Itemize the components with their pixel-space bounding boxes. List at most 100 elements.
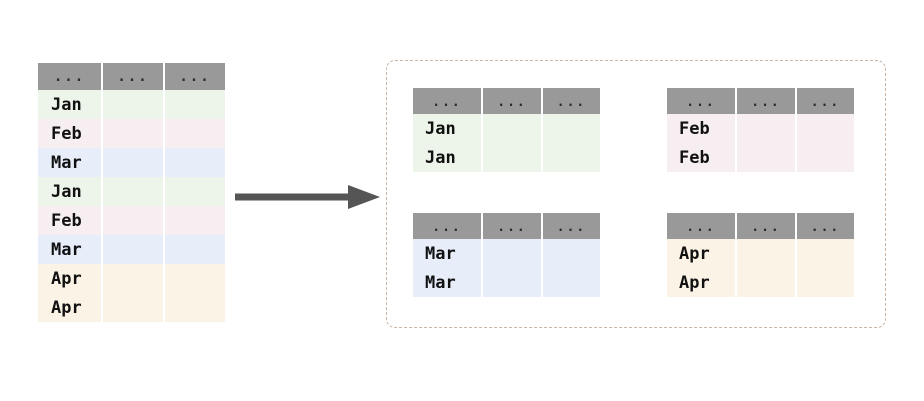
table-row[interactable]: Jan <box>38 177 225 206</box>
table-row[interactable]: Apr <box>667 239 854 268</box>
column-header-2[interactable]: ... <box>797 88 854 114</box>
column-header-0[interactable]: ... <box>667 213 735 239</box>
row-value-cell-2 <box>797 143 854 172</box>
table-row[interactable]: Apr <box>38 264 225 293</box>
row-value-cell-1 <box>103 148 163 177</box>
column-header-dots: ... <box>810 95 841 110</box>
group-table-mar-header-row: ......... <box>413 213 600 239</box>
row-label-cell: Mar <box>38 235 101 264</box>
row-value-cell-1 <box>483 143 541 172</box>
row-value-cell-1 <box>103 177 163 206</box>
table-row[interactable]: Mar <box>413 239 600 268</box>
row-value-cell-1 <box>103 119 163 148</box>
table-row[interactable]: Feb <box>667 143 854 172</box>
column-header-dots: ... <box>497 95 527 110</box>
column-header-2[interactable]: ... <box>797 213 854 239</box>
row-value-cell-2 <box>543 143 600 172</box>
column-header-dots: ... <box>497 220 527 235</box>
row-label-cell: Apr <box>667 268 735 297</box>
column-header-1[interactable]: ... <box>483 88 541 114</box>
column-header-dots: ... <box>810 220 841 235</box>
table-row[interactable]: Feb <box>38 206 225 235</box>
row-value-cell-2 <box>797 239 854 268</box>
row-label-cell: Jan <box>38 90 101 119</box>
row-value-cell-1 <box>103 293 163 322</box>
grouped-result-container <box>386 60 886 328</box>
row-value-cell-2 <box>165 90 225 119</box>
transform-arrow <box>235 185 380 209</box>
group-table-feb-header-row: ......... <box>667 88 854 114</box>
row-value-cell-2 <box>543 114 600 143</box>
row-value-cell-1 <box>737 239 795 268</box>
row-value-cell-1 <box>737 114 795 143</box>
column-header-0[interactable]: ... <box>667 88 735 114</box>
column-header-0[interactable]: ... <box>413 88 481 114</box>
row-value-cell-2 <box>165 119 225 148</box>
table-row[interactable]: Apr <box>38 293 225 322</box>
row-value-cell-1 <box>483 239 541 268</box>
table-row[interactable]: Jan <box>38 90 225 119</box>
row-value-cell-2 <box>797 114 854 143</box>
column-header-1[interactable]: ... <box>737 88 795 114</box>
row-value-cell-1 <box>737 268 795 297</box>
column-header-2[interactable]: ... <box>543 88 600 114</box>
column-header-0[interactable]: ... <box>413 213 481 239</box>
column-header-dots: ... <box>432 95 462 110</box>
row-value-cell-1 <box>103 235 163 264</box>
row-value-cell-1 <box>103 90 163 119</box>
table-row[interactable]: Mar <box>38 148 225 177</box>
column-header-dots: ... <box>751 220 781 235</box>
column-header-dots: ... <box>686 220 716 235</box>
column-header-dots: ... <box>751 95 781 110</box>
table-row[interactable]: Feb <box>667 114 854 143</box>
table-row[interactable]: Feb <box>38 119 225 148</box>
group-table-apr-header-row: ......... <box>667 213 854 239</box>
row-label-cell: Apr <box>667 239 735 268</box>
row-value-cell-1 <box>103 264 163 293</box>
row-label-cell: Feb <box>38 206 101 235</box>
column-header-1[interactable]: ... <box>737 213 795 239</box>
column-header-dots: ... <box>556 95 587 110</box>
row-label-cell: Mar <box>38 148 101 177</box>
row-value-cell-1 <box>483 268 541 297</box>
column-header-dots: ... <box>432 220 462 235</box>
row-label-cell: Jan <box>413 114 481 143</box>
column-header-0: ... <box>38 63 101 90</box>
group-table-jan-header-row: ......... <box>413 88 600 114</box>
row-label-cell: Feb <box>667 143 735 172</box>
column-header-2[interactable]: ... <box>543 213 600 239</box>
row-label-cell: Mar <box>413 239 481 268</box>
source-table-header-row: ... ... ... <box>38 63 225 90</box>
row-label-cell: Apr <box>38 293 101 322</box>
row-value-cell-2 <box>797 268 854 297</box>
row-label-cell: Jan <box>38 177 101 206</box>
row-value-cell-2 <box>543 239 600 268</box>
row-label-cell: Feb <box>667 114 735 143</box>
row-value-cell-2 <box>165 235 225 264</box>
arrow-shape <box>235 185 380 209</box>
row-value-cell-2 <box>165 264 225 293</box>
row-value-cell-1 <box>483 114 541 143</box>
row-label-cell: Apr <box>38 264 101 293</box>
table-row[interactable]: Mar <box>38 235 225 264</box>
row-value-cell-1 <box>737 143 795 172</box>
row-label-cell: Feb <box>38 119 101 148</box>
table-row[interactable]: Apr <box>667 268 854 297</box>
row-label-cell: Mar <box>413 268 481 297</box>
table-row[interactable]: Mar <box>413 268 600 297</box>
column-header-dots: ... <box>686 95 716 110</box>
table-row[interactable]: Jan <box>413 114 600 143</box>
row-value-cell-1 <box>103 206 163 235</box>
row-value-cell-2 <box>165 148 225 177</box>
column-header-1[interactable]: ... <box>483 213 541 239</box>
table-row[interactable]: Jan <box>413 143 600 172</box>
column-header-dots: ... <box>556 220 587 235</box>
row-value-cell-2 <box>165 177 225 206</box>
row-label-cell: Jan <box>413 143 481 172</box>
